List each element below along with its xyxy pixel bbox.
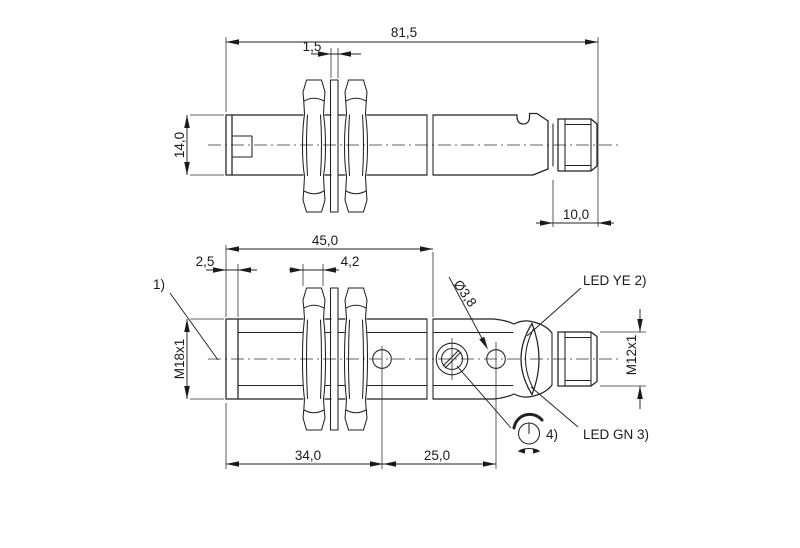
dim-across-flats: 14,0 (172, 115, 190, 175)
clip-hook (516, 112, 549, 125)
potentiometer-adjuster (435, 338, 469, 380)
dim-overall-length: 81,5 (226, 25, 598, 45)
lock-washer (329, 287, 339, 431)
dimensions: 81,5 1,5 14,0 10,0 45,0 (172, 25, 646, 469)
screwdriver-adjust-icon (512, 412, 544, 454)
led-hole (372, 346, 392, 469)
dim-label: 81,5 (391, 25, 417, 40)
hex-nut (301, 79, 327, 213)
dim-label: Ø3,8 (451, 277, 480, 310)
dim-label: 2,5 (196, 254, 215, 269)
hex-nut (343, 287, 369, 431)
dim-label: 4,2 (341, 254, 360, 269)
side-view-round (208, 287, 618, 469)
callout-label: 1) (153, 277, 165, 292)
dim-hole-offset-right: 25,0 (383, 448, 496, 467)
callout-led-green: LED GN 3) (530, 386, 649, 442)
callout-label: 4) (546, 427, 558, 442)
lock-washer (329, 79, 339, 213)
dim-tip-length: 2,5 (196, 254, 257, 273)
hex-nut (301, 287, 327, 431)
sensor-barrel (225, 112, 554, 176)
sensor-barrel (225, 318, 553, 400)
dim-label: 34,0 (295, 448, 321, 463)
hex-nut (343, 79, 369, 213)
m12-connector (551, 331, 598, 387)
led-hole (486, 342, 506, 469)
dim-body-thread: M18x1 (172, 319, 190, 399)
dim-label: 14,0 (172, 132, 187, 158)
dim-connector-length: 10,0 (536, 207, 614, 226)
dim-label: M12x1 (624, 335, 639, 376)
dim-led-hole-diameter: Ø3,8 (448, 276, 488, 350)
dim-thread-length: 45,0 (226, 233, 433, 252)
callout-label: LED GN 3) (583, 427, 649, 442)
callouts: 1) LED YE 2) LED GN 3) 4) (153, 273, 649, 454)
face-notch (231, 135, 253, 158)
dim-label: 25,0 (424, 448, 450, 463)
side-view-flats (208, 79, 618, 213)
callout-footnote-1: 1) (153, 277, 219, 361)
m12-connector (557, 118, 598, 172)
dim-nut-thickness: 4,2 (289, 254, 359, 273)
dim-hole-offset-left: 34,0 (226, 448, 383, 467)
dim-label: 45,0 (312, 233, 338, 248)
dim-connector-thread: M12x1 (624, 309, 643, 409)
dim-washer-thickness: 1,5 (303, 39, 361, 57)
callout-label: LED YE 2) (583, 273, 647, 288)
callout-led-yellow: LED YE 2) (526, 273, 647, 337)
callout-footnote-4: 4) (456, 365, 558, 454)
dim-label: 1,5 (303, 39, 322, 54)
dim-label: M18x1 (172, 339, 187, 380)
dim-label: 10,0 (563, 207, 589, 222)
